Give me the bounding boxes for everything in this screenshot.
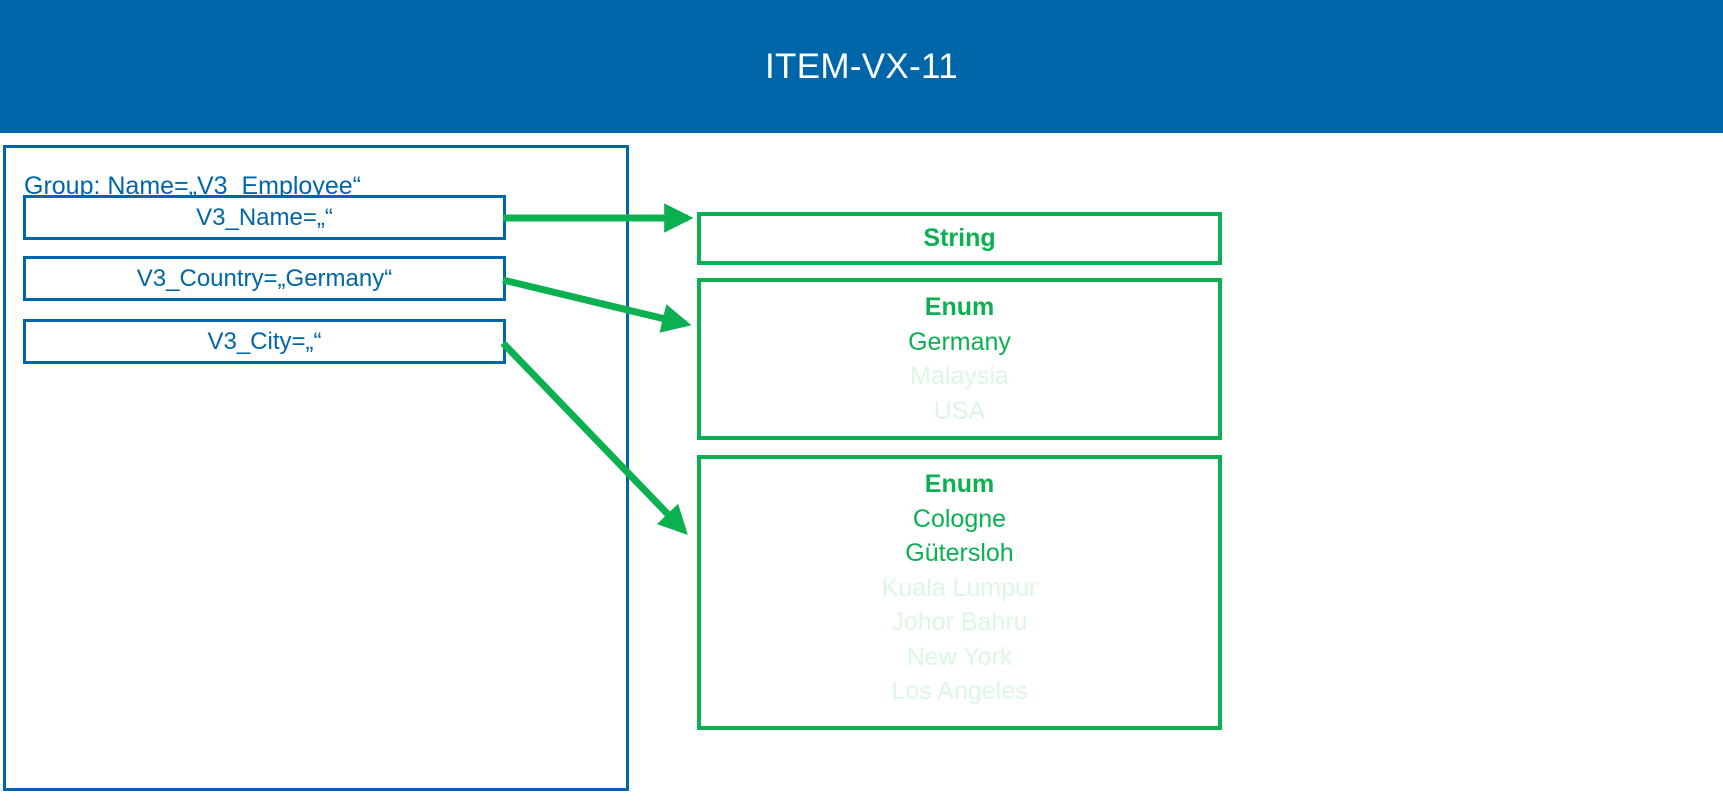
group-panel <box>3 145 629 791</box>
type-name-enum-city: Enum <box>924 470 995 498</box>
type-box-enum-city[interactable]: Enum Cologne Gütersloh Kuala Lumpur Joho… <box>697 455 1222 730</box>
enum-value-johor-bahru[interactable]: Johor Bahru <box>891 608 1028 636</box>
enum-value-guetersloh[interactable]: Gütersloh <box>905 539 1014 567</box>
enum-value-los-angeles[interactable]: Los Angeles <box>891 677 1028 705</box>
header-bar <box>0 0 1723 133</box>
type-box-string[interactable]: String <box>697 212 1222 265</box>
enum-value-germany[interactable]: Germany <box>908 327 1011 356</box>
type-box-enum-country[interactable]: Enum Germany Malaysia USA <box>697 278 1222 440</box>
enum-value-kuala-lumpur[interactable]: Kuala Lumpur <box>881 573 1038 602</box>
attribute-box-v3-country[interactable]: V3_Country=„Germany“ <box>23 256 506 301</box>
enum-value-usa[interactable]: USA <box>933 396 986 425</box>
page-title: ITEM-VX-11 <box>765 46 958 86</box>
enum-value-new-york[interactable]: New York <box>906 642 1013 671</box>
enum-value-cologne[interactable]: Cologne <box>912 504 1007 533</box>
attribute-box-v3-city[interactable]: V3_City=„“ <box>23 319 506 364</box>
attribute-box-v3-name[interactable]: V3_Name=„“ <box>23 195 506 240</box>
enum-value-malaysia[interactable]: Malaysia <box>910 362 1009 390</box>
type-name-enum-country: Enum <box>924 293 995 321</box>
type-name-string: String <box>923 224 996 253</box>
